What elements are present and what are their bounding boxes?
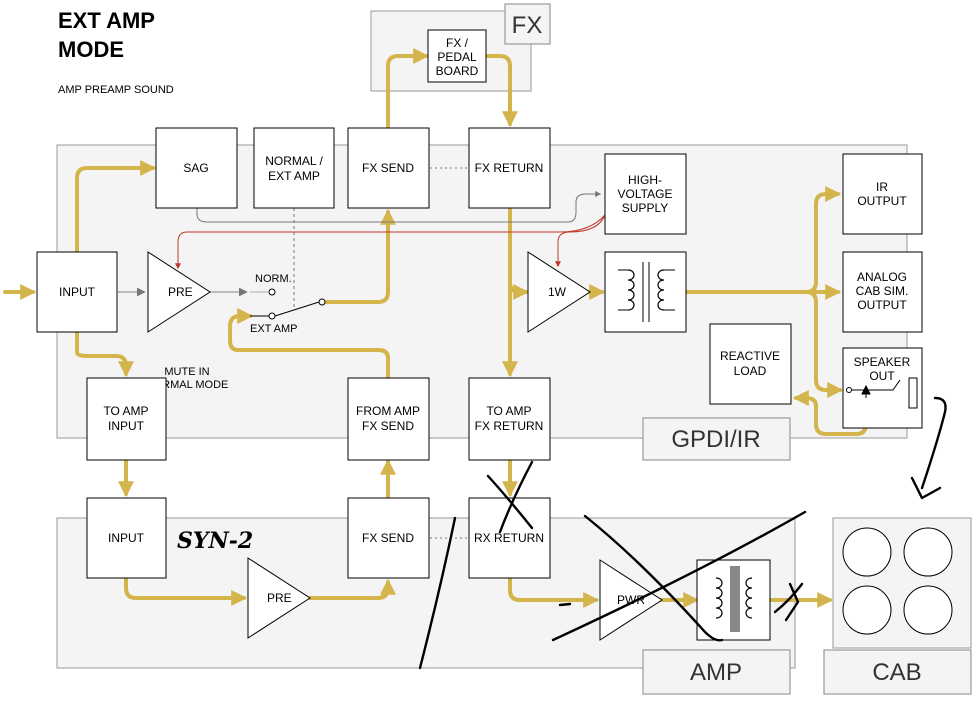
cab-arrow-head: [910, 476, 942, 500]
sag-block: [155, 127, 238, 209]
from-amp-send-wire: [228, 308, 390, 380]
to-amp-input-block: [86, 377, 167, 461]
input-label: INPUT: [59, 285, 96, 299]
gpdi-transformer-block: [604, 251, 687, 333]
fx-send-label: FX SEND: [362, 161, 414, 175]
amp-transformer-core-icon: [730, 566, 740, 632]
cab-group-label: CAB: [872, 659, 921, 686]
switch-lever: [250, 301, 320, 317]
amp-input-block: [86, 497, 167, 579]
switch-ext-label: EXT AMP: [250, 323, 297, 335]
fx-return-to-1w-wire: [508, 281, 530, 300]
input-to-amp-wire: [75, 330, 134, 378]
fx-group-label: FX: [512, 12, 543, 39]
cross-out-stroke-1: [486, 474, 534, 530]
transformer-core-icon: [642, 262, 650, 322]
amp-pwr-label: PWR: [617, 593, 645, 607]
amp-fx-return-label: RX RETURN: [474, 531, 544, 545]
handwritten-annotations: [418, 396, 947, 670]
high-voltage-supply-block: [604, 153, 687, 235]
break-line-stroke: [418, 516, 457, 670]
1w-label: 1W: [548, 285, 567, 299]
fx-pedal-board-block: [427, 29, 487, 83]
cross-out-stroke-2: [498, 460, 534, 534]
amp-fx-send-block: [347, 497, 430, 579]
switch-norm-contact: [268, 288, 276, 296]
amp-label-box: [642, 649, 791, 695]
normal-ext-amp-block: [253, 127, 335, 209]
to-amp-fx-return-block: [468, 377, 551, 461]
pwr-cross-out-stroke-1: [583, 514, 724, 642]
cab-speaker-1: [842, 527, 892, 577]
reactive-load-block: [709, 323, 792, 405]
subtitle: AMP PREAMP SOUND: [58, 84, 174, 96]
to-speaker-out-wire: [804, 290, 844, 398]
tick-mark-stroke: [558, 602, 572, 607]
pre-amp-triangle: [147, 251, 211, 333]
from-amp-fx-send-block: [347, 377, 430, 461]
sag-label: SAG: [183, 161, 208, 175]
amp-pre-triangle: [247, 557, 311, 639]
switch-ext-contact: [268, 312, 276, 320]
slash-stroke-2: [784, 582, 800, 622]
amp-pwr-triangle: [599, 559, 663, 641]
speaker-to-load-wire: [792, 390, 868, 436]
speaker-jack-icon: [846, 377, 918, 409]
cab-speaker-4: [903, 585, 953, 635]
sag-control-line: [196, 191, 602, 223]
gpdi-group-label: GPDI/IR: [671, 426, 760, 453]
amp-group-label: AMP: [690, 659, 742, 686]
slash-stroke-1: [773, 582, 804, 614]
input-to-sag-wire: [75, 160, 157, 254]
title-line-1: EXT AMP: [58, 8, 155, 33]
1w-amp-triangle: [527, 251, 591, 333]
hv-to-1w-line: [555, 214, 606, 268]
fx-send-block: [347, 127, 430, 209]
cab-arrow-shaft: [920, 396, 947, 490]
switch-to-fx-send-wire: [324, 208, 396, 304]
amp-return-to-pwr-wire: [508, 576, 600, 608]
pedal-to-fx-return-wire: [484, 54, 518, 128]
fx-return-label: FX RETURN: [475, 161, 544, 175]
normal-ext-label: NORMAL /EXT AMP: [265, 154, 323, 183]
gpdi-label-box: [642, 417, 791, 461]
input-block: [36, 251, 118, 333]
title-line-2: MODE: [58, 37, 124, 62]
pre-label: PRE: [168, 285, 193, 299]
amp-pre-to-send-wire: [308, 578, 396, 600]
analog-cab-sim-output-block: [842, 251, 923, 333]
fx-send-to-pedal-wire: [386, 48, 430, 130]
amp-pre-label: PRE: [267, 591, 292, 605]
ir-output-block: [842, 153, 923, 235]
hv-to-pre-line: [175, 214, 606, 270]
cab-speaker-2: [903, 527, 953, 577]
fx-label-box: [504, 3, 551, 45]
amp-input-label: INPUT: [108, 531, 145, 545]
switch-common-contact: [318, 298, 326, 306]
transformer-leads: [618, 269, 675, 311]
pwr-cross-out-stroke-2: [551, 510, 807, 642]
amp-fx-send-label: FX SEND: [362, 531, 414, 545]
switch-norm-label: NORM.: [255, 273, 292, 285]
fx-return-block: [468, 127, 551, 209]
handwritten-note: SYN-2: [177, 528, 253, 554]
cab-label-box: [823, 649, 972, 695]
cab-speaker-3: [842, 585, 892, 635]
amp-input-to-pre-wire: [124, 576, 248, 606]
